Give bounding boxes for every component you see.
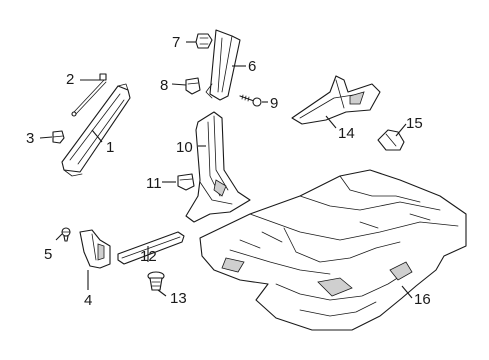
part-5-push-clip [61,227,71,242]
part-13-push-clip [147,271,165,291]
part-3-clip [52,130,65,144]
part-4-lower-trim [79,229,111,269]
callout-10: 10 [176,139,193,156]
part-1-a-pillar-trim [61,83,131,177]
part-9-screw [239,94,262,107]
callout-13: 13 [170,290,187,307]
part-14-quarter-trim [291,75,381,125]
callout-11: 11 [146,175,162,192]
part-8-retainer [185,77,201,95]
callout-6: 6 [248,58,256,75]
part-2-retainer-clip [71,73,107,117]
part-15-cap [377,129,405,151]
callout-9: 9 [270,95,278,112]
callout-1: 1 [106,139,114,156]
callout-labels: 1 2 3 4 5 6 7 8 9 10 11 12 13 14 15 16 [26,34,431,309]
callout-14: 14 [338,125,355,142]
callout-15: 15 [406,115,423,132]
callout-3: 3 [26,130,34,147]
part-12-scuff-plate [117,231,185,265]
part-11-clip [177,173,195,191]
part-6-b-pillar-upper-trim [205,29,241,101]
part-16-floor-carpet [199,169,467,331]
callout-8: 8 [160,77,168,94]
callout-7: 7 [172,34,180,51]
leader-lines [39,41,413,299]
part-7-clip [195,33,213,49]
callout-5: 5 [44,246,52,263]
callout-4: 4 [84,292,92,309]
part-10-b-pillar-lower-trim [185,111,251,223]
callout-12: 12 [140,248,157,265]
callout-2: 2 [66,71,74,88]
callout-16: 16 [414,291,431,308]
